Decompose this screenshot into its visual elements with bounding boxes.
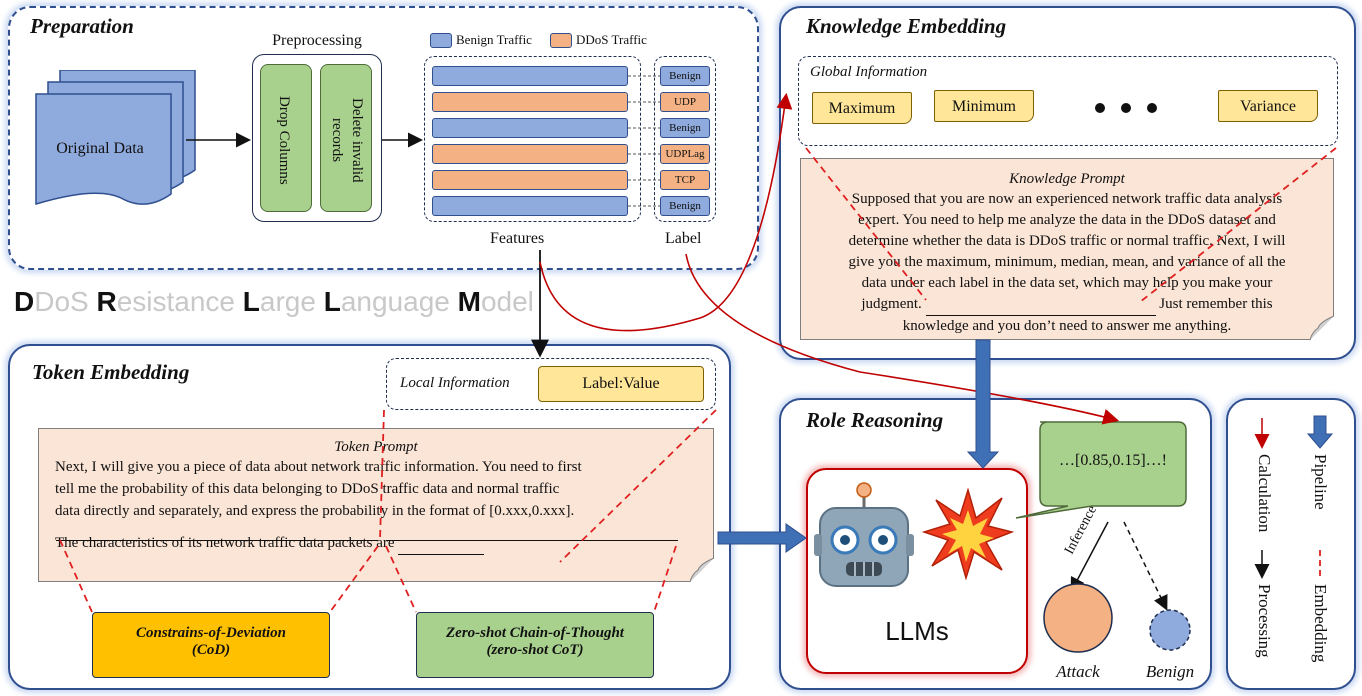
stat-variance: Variance (1218, 90, 1318, 122)
drop-columns-step: Drop Columns (260, 64, 312, 212)
knowledge-prompt-line: data under each label in the data set, w… (861, 275, 1273, 291)
llm-output-text: …[0.85,0.15]…! (1059, 452, 1167, 469)
attack-circle (1043, 583, 1113, 653)
robot-icon (814, 482, 914, 587)
legend-panel (1226, 398, 1356, 690)
global-information-box (798, 56, 1338, 146)
token-prompt-fold (690, 558, 715, 583)
cod-line-1: Constrains-of-Deviation (135, 625, 286, 641)
preparation-title: Preparation (30, 14, 134, 38)
benign-circle (1149, 609, 1191, 651)
model-name-rest: odel (480, 286, 534, 317)
label-chip: Benign (660, 196, 710, 216)
knowledge-prompt-line: judgment. Just remember this (801, 294, 1333, 316)
role-reasoning-title: Role Reasoning (806, 408, 944, 432)
cod-box: Constrains-of-Deviation (CoD) (92, 612, 330, 678)
token-prompt-last-text: The characteristics of its network traff… (55, 535, 395, 551)
token-blank-line-2 (386, 540, 678, 541)
delete-invalid-step: Delete invalid records (320, 64, 372, 212)
knowledge-prompt-line: expert. You need to help me analyze the … (858, 212, 1276, 228)
legend-ddos-label: DDoS Traffic (576, 32, 647, 47)
knowledge-prompt-box: Knowledge Prompt Supposed that you are n… (800, 158, 1334, 340)
token-blank-line-1 (56, 540, 378, 541)
stat-minimum: Minimum (934, 90, 1034, 122)
feature-bar (432, 144, 628, 164)
legend-ddos-swatch (550, 33, 572, 48)
knowledge-prompt-body: Supposed that you are now an experienced… (801, 189, 1333, 337)
benign-label: Benign (1145, 662, 1195, 681)
feature-bar (432, 118, 628, 138)
knowledge-prompt-fold (1310, 316, 1335, 341)
original-data-label: Original Data (56, 140, 144, 157)
token-prompt-line: tell me the probability of this data bel… (55, 481, 560, 497)
legend-calculation: Calculation (1255, 454, 1274, 533)
original-data-stack (35, 70, 196, 206)
label-value-chip: Label:Value (538, 366, 704, 402)
token-prompt-box: Token Prompt Next, I will give you a pie… (38, 428, 714, 582)
label-column-title: Label (665, 230, 702, 247)
cod-line-2: (CoD) (191, 642, 231, 658)
features-label: Features (490, 230, 545, 247)
model-name-initial: M (457, 286, 481, 317)
label-chip: UDP (660, 92, 710, 112)
attack-label: Attack (1056, 662, 1100, 681)
token-prompt-line: The characteristics of its network traff… (55, 532, 697, 555)
cot-line-2: (zero-shot CoT) (486, 642, 584, 658)
local-information-label: Local Information (400, 375, 510, 391)
knowledge-embedding-title: Knowledge Embedding (806, 14, 1007, 38)
label-chip: Benign (660, 66, 710, 86)
model-name-initial: L (323, 286, 341, 317)
knowledge-prompt-line: determine whether the data is DDoS traff… (848, 233, 1286, 249)
stat-maximum: Maximum (812, 92, 912, 124)
model-name-rest: DoS (34, 286, 97, 317)
label-chip: UDPLag (660, 144, 710, 164)
delete-invalid-label: Delete invalid records (329, 97, 365, 183)
knowledge-judgment-a: judgment. (861, 296, 922, 312)
knowledge-blank (925, 294, 1156, 316)
token-prompt-body: Next, I will give you a piece of data ab… (39, 456, 713, 555)
model-name-rest: esistance (116, 286, 243, 317)
feature-bar (432, 170, 628, 190)
knowledge-prompt-line: give you the maximum, minimum, median, m… (848, 254, 1286, 270)
preprocessing-box (252, 54, 382, 222)
cot-line-1: Zero-shot Chain-of-Thought (446, 625, 624, 641)
llms-label: LLMs (885, 616, 949, 646)
model-name-rest: arge (259, 286, 324, 317)
knowledge-prompt-line: knowledge and you don’t need to answer m… (902, 318, 1232, 334)
model-name: DDoS Resistance Large Language Model (14, 286, 534, 318)
knowledge-judgment-b: Just remember this (1159, 296, 1273, 312)
knowledge-prompt-title: Knowledge Prompt (1009, 171, 1125, 187)
token-embedding-title: Token Embedding (32, 360, 190, 384)
speech-bubble (1015, 421, 1187, 519)
ellipsis-dots (1095, 103, 1157, 113)
token-blank (398, 532, 485, 555)
preprocessing-title: Preprocessing (272, 32, 362, 49)
inference-arrows (1070, 521, 1168, 611)
legend-symbols (1254, 415, 1334, 580)
token-prompt-line: Next, I will give you a piece of data ab… (55, 459, 582, 475)
model-name-rest: anguage (340, 286, 458, 317)
token-prompt-line: data directly and separately, and expres… (55, 503, 575, 519)
label-chip: TCP (660, 170, 710, 190)
legend-processing: Processing (1255, 584, 1274, 658)
feature-bar (432, 92, 628, 112)
drop-columns-label: Drop Columns (276, 95, 292, 185)
zero-shot-cot-box: Zero-shot Chain-of-Thought (zero-shot Co… (416, 612, 654, 678)
legend-benign-swatch (430, 33, 452, 48)
feature-bar (432, 196, 628, 216)
label-chip: Benign (660, 118, 710, 138)
explosion-icon (922, 488, 1014, 580)
model-name-initial: L (242, 286, 260, 317)
token-prompt-title: Token Prompt (334, 439, 418, 455)
model-name-initial: D (14, 286, 35, 317)
model-name-initial: R (96, 286, 117, 317)
feature-bar (432, 66, 628, 86)
legend-embedding: Embedding (1311, 584, 1330, 663)
legend-pipeline: Pipeline (1311, 454, 1330, 510)
knowledge-prompt-line: Supposed that you are now an experienced… (851, 191, 1283, 207)
legend-benign-label: Benign Traffic (456, 32, 532, 47)
global-information-label: Global Information (810, 64, 928, 80)
